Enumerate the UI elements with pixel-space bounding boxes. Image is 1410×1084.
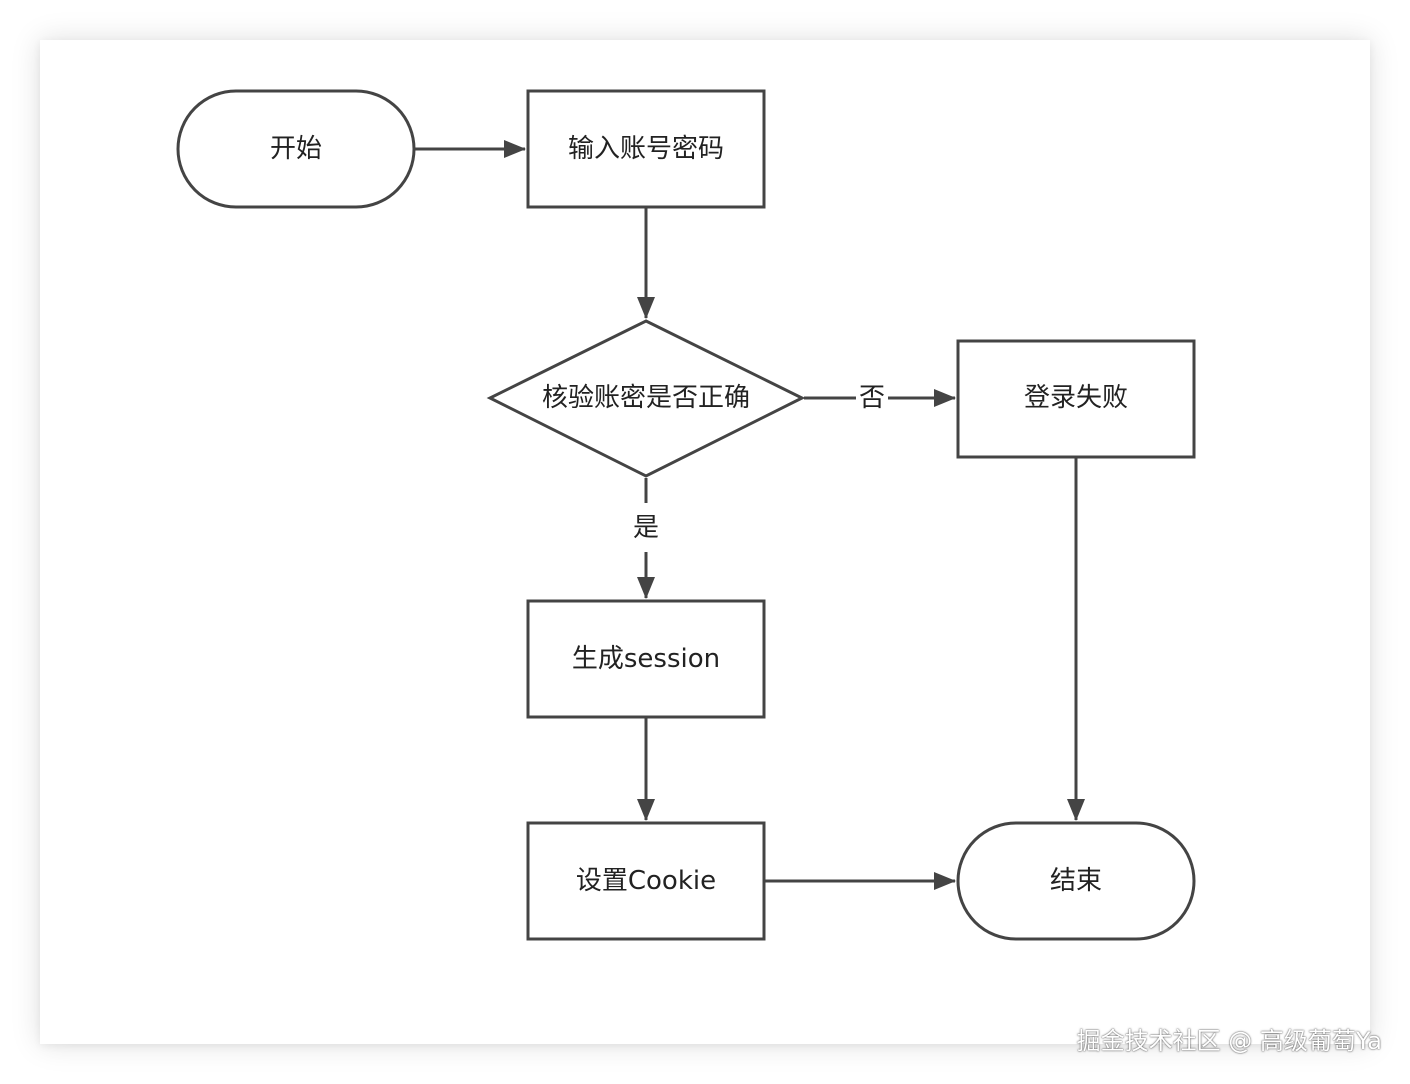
start-label: 开始 [270,134,322,164]
verify-decision [486,319,806,478]
session-label: 生成session [572,644,720,674]
start-terminal [176,89,416,209]
end-label: 结束 [1050,866,1102,896]
watermark-text: 掘金技术社区 @ 高级葡萄Ya [1076,1027,1382,1055]
edge-label-no: 否 [859,383,885,413]
session-process [526,599,766,719]
input-label: 输入账号密码 [568,134,724,164]
fail-label: 登录失败 [1024,383,1128,413]
verify-label: 核验账密是否正确 [542,383,750,413]
fail-process [956,339,1196,459]
edge-label-yes: 是 [633,513,659,543]
input-process [526,89,766,209]
cookie-label: 设置Cookie [576,866,716,896]
end-terminal [956,821,1196,941]
cookie-process [526,821,766,941]
